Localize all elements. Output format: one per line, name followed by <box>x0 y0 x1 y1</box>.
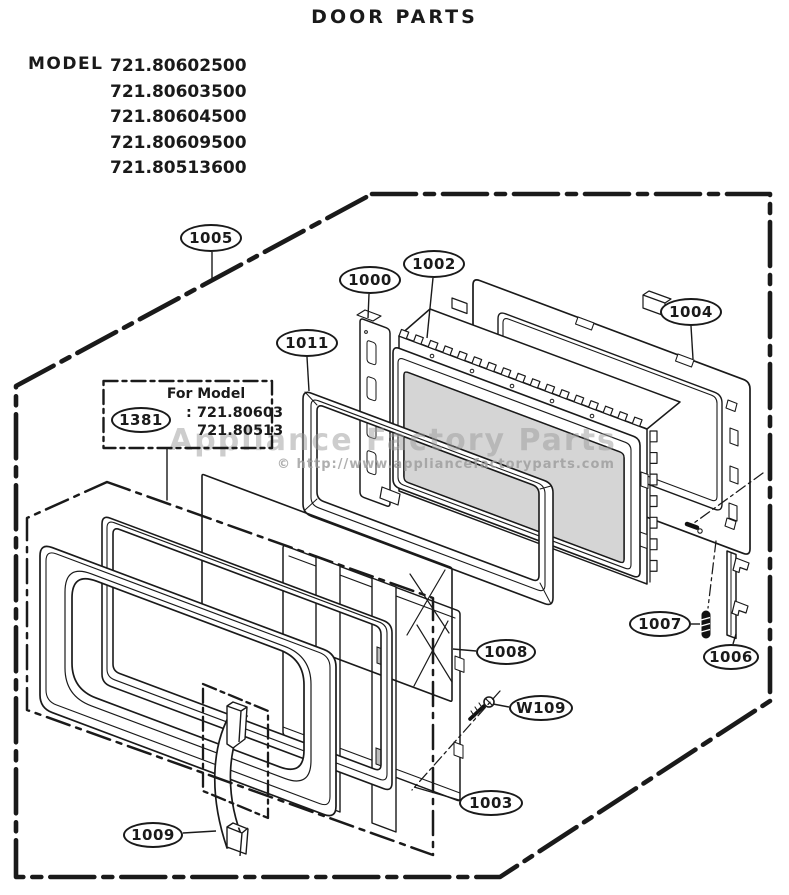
callout-1009: 1009 <box>123 822 183 848</box>
bracket-slot <box>366 340 377 366</box>
handle-top-foot <box>226 701 248 749</box>
leader-1008 <box>452 648 477 652</box>
callout-1002: 1002 <box>403 250 465 278</box>
for-model-line1: : 721.80603 <box>186 405 284 421</box>
film-x-marks <box>406 569 453 687</box>
page-title: DOOR PARTS <box>311 6 478 28</box>
bracket-cap <box>356 309 382 322</box>
callout-1006: 1006 <box>703 644 759 670</box>
model-number: 721.80603500 <box>110 81 247 102</box>
latch-hook <box>731 600 749 617</box>
watermark-url: © http://www.appliancefactoryparts.com <box>277 457 615 472</box>
callout-1004: 1004 <box>660 298 722 326</box>
boundaries <box>13 191 773 880</box>
leader-W109 <box>492 703 510 708</box>
panel-clips <box>724 399 738 531</box>
leader-1002 <box>426 277 434 339</box>
model-label: MODEL <box>28 54 104 74</box>
callout-1007: 1007 <box>629 611 691 637</box>
screw-w109 <box>468 696 495 721</box>
model-number: 721.80609500 <box>110 132 247 153</box>
leader-1004 <box>690 325 694 360</box>
door-assembly-boundary-1005 <box>13 191 773 880</box>
leader-1009 <box>182 830 217 834</box>
handle-bottom-foot <box>226 822 249 857</box>
roller-pin <box>684 521 700 530</box>
bracket-slot <box>366 450 377 476</box>
choke-castellated-edge <box>649 430 658 583</box>
trim-frame <box>101 516 393 791</box>
choke-zigzag-edge <box>398 328 648 430</box>
callout-1003: 1003 <box>459 790 523 816</box>
panel-notches <box>574 316 695 368</box>
miter-lines <box>304 391 552 605</box>
window-frame-1011 <box>302 391 554 606</box>
leader-1006 <box>732 633 737 645</box>
callout-1005: 1005 <box>180 224 242 252</box>
for-model-line2: 721.80513 <box>197 423 284 439</box>
callout-1381: 1381 <box>111 407 171 433</box>
latch-axis <box>693 472 764 524</box>
handle-boundary <box>201 682 270 820</box>
model-number: 721.80513600 <box>110 158 247 178</box>
bracket-foot <box>379 486 401 506</box>
model-number: 721.80604500 <box>110 107 247 127</box>
callout-W109: W109 <box>509 695 573 721</box>
choke-tab <box>451 297 468 315</box>
model-number: 721.80602500 <box>110 56 247 76</box>
leader-1003 <box>413 786 460 801</box>
spring-axis <box>707 540 717 609</box>
door-frame-assembly-1000 <box>356 309 641 578</box>
leader-1011 <box>306 356 310 392</box>
for-model-title: For Model <box>166 386 246 402</box>
screw-axis <box>411 690 501 791</box>
latch-spring-1007 <box>700 610 711 639</box>
for-model-box <box>102 379 274 450</box>
panel-tabs <box>453 655 465 759</box>
door-handle-1009 <box>213 701 249 857</box>
model-number-list: 721.80602500 721.80603500 721.80604500 721.… <box>110 54 247 182</box>
latch-bar-1006 <box>726 550 750 640</box>
watermark-text: Appliance Factory Parts <box>169 423 617 458</box>
sub-assembly-boundary-1381 <box>25 480 435 857</box>
callout-1008: 1008 <box>476 639 536 665</box>
leader-1000 <box>367 293 370 319</box>
door-glass <box>403 371 625 564</box>
callout-1000: 1000 <box>339 266 401 294</box>
latch-hook <box>732 557 750 574</box>
callout-leaders <box>182 252 737 834</box>
panel-slots <box>728 427 739 522</box>
front-frame <box>39 545 337 817</box>
bracket-slot <box>366 376 377 402</box>
callout-1011: 1011 <box>276 329 338 357</box>
